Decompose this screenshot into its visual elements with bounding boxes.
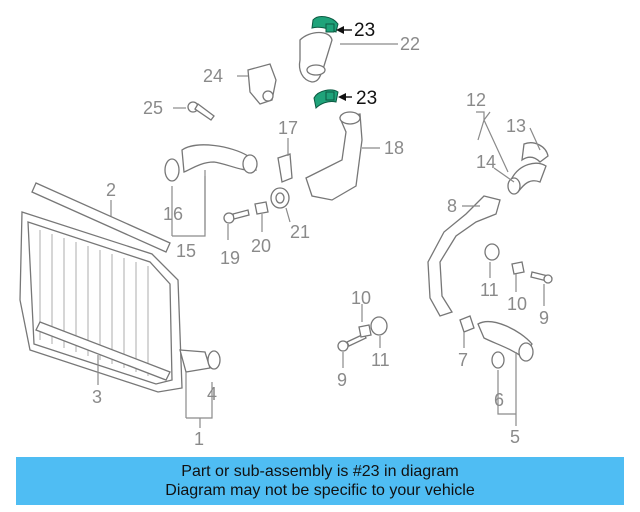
banner-line-part-number: Part or sub-assembly is #23 in diagram xyxy=(181,463,459,480)
leader-lines xyxy=(97,43,545,428)
callout-15: 15 xyxy=(176,241,196,261)
callout-10-center: 10 xyxy=(351,288,371,308)
bolt-part-25 xyxy=(187,101,215,121)
callout-20: 20 xyxy=(251,236,271,256)
grommet-part-11-center xyxy=(370,316,388,336)
banner-line-disclaimer: Diagram may not be specific to your vehi… xyxy=(165,482,475,499)
intercooler xyxy=(19,182,221,393)
callout-2: 2 xyxy=(106,180,116,200)
callout-24: 24 xyxy=(203,66,223,86)
hose-part-16 xyxy=(164,144,258,182)
callout-8: 8 xyxy=(447,196,457,216)
callout-22: 22 xyxy=(400,34,420,54)
nut-part-10-center xyxy=(358,324,372,338)
callout-6: 6 xyxy=(494,390,504,410)
callout-7: 7 xyxy=(458,350,468,370)
nut-part-10-right xyxy=(511,261,525,275)
callout-9-right: 9 xyxy=(539,308,549,328)
callout-3: 3 xyxy=(92,387,102,407)
bracket-part-17 xyxy=(277,153,293,183)
callout-23-upper: 23 xyxy=(354,20,375,41)
nut-part-20 xyxy=(254,201,269,215)
callout-16: 16 xyxy=(163,204,183,224)
bolt-part-9-right xyxy=(530,271,553,284)
callout-5: 5 xyxy=(510,427,520,447)
callout-1: 1 xyxy=(194,429,204,449)
bolt-part-19 xyxy=(223,209,250,224)
callout-labels: 1 2 3 4 5 6 7 8 9 9 10 10 11 11 12 13 14… xyxy=(92,20,549,449)
callout-25: 25 xyxy=(143,98,163,118)
pipe-part-18 xyxy=(305,111,363,201)
hose-part-22 xyxy=(298,31,333,83)
callout-9-center: 9 xyxy=(337,370,347,390)
hose-part-13 xyxy=(521,142,549,163)
clamp-part-23-lower xyxy=(313,89,339,110)
clamp-part-23-upper xyxy=(311,16,339,33)
callout-21: 21 xyxy=(290,222,310,242)
leader-lines-highlight xyxy=(336,26,352,101)
clip-part-7 xyxy=(459,315,475,333)
callout-18: 18 xyxy=(384,138,404,158)
grommet-part-21 xyxy=(270,187,290,209)
callout-14: 14 xyxy=(476,152,496,172)
sensor-part-24 xyxy=(247,63,277,105)
hose-part-6 xyxy=(477,321,534,369)
callout-19: 19 xyxy=(220,248,240,268)
parts-diagram: 1 2 3 4 5 6 7 8 9 9 10 10 11 11 12 13 14… xyxy=(19,16,553,449)
callout-13: 13 xyxy=(506,116,526,136)
pipe-part-8 xyxy=(427,195,501,317)
callout-10-right: 10 xyxy=(507,294,527,314)
callout-23-lower: 23 xyxy=(356,88,377,109)
callout-4: 4 xyxy=(207,384,217,404)
hose-part-14 xyxy=(507,162,547,195)
grommet-part-11-right xyxy=(484,243,500,261)
callout-17: 17 xyxy=(278,118,298,138)
callout-12: 12 xyxy=(466,90,486,110)
info-banner: Part or sub-assembly is #23 in diagram D… xyxy=(16,457,624,505)
callout-11-center: 11 xyxy=(371,350,390,370)
callout-11-right: 11 xyxy=(480,280,499,300)
